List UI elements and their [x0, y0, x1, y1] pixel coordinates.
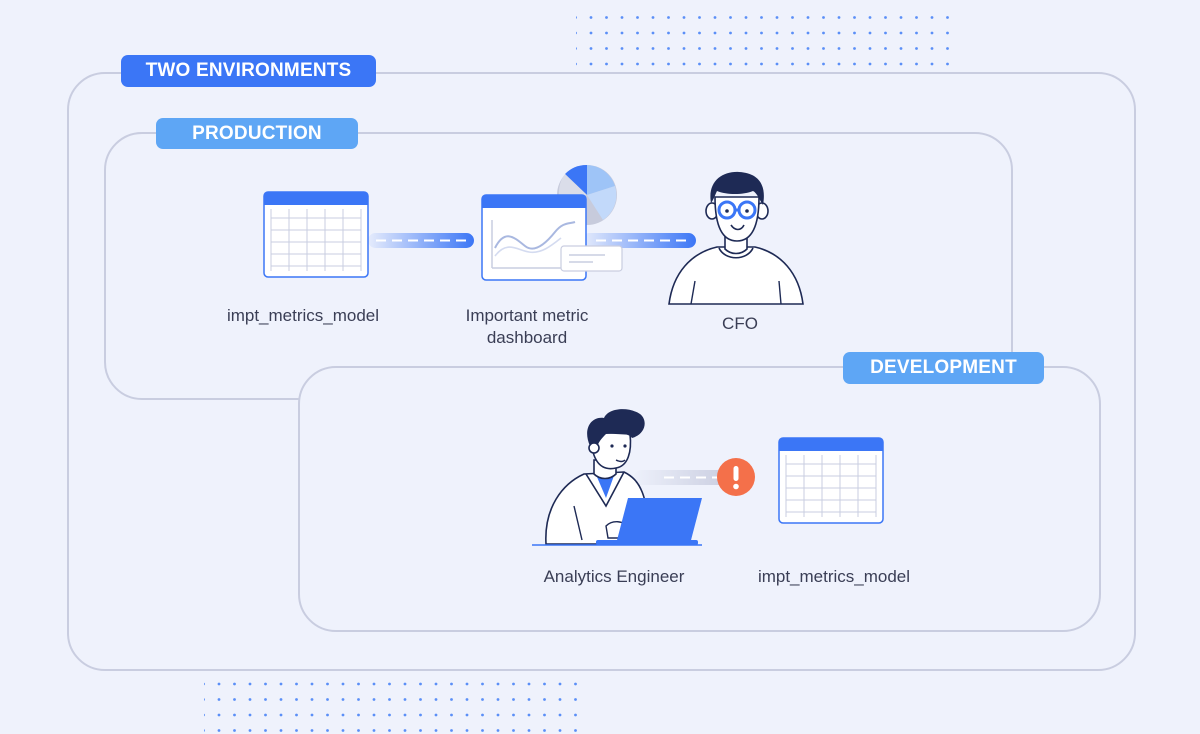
two-environments-tag: TWO ENVIRONMENTS — [121, 55, 376, 87]
connector-dashboard-to-cfo — [582, 233, 696, 248]
person-at-laptop-icon — [532, 409, 702, 546]
table-grid-icon — [778, 437, 884, 524]
engineer-label: Analytics Engineer — [543, 567, 685, 586]
connector-model-to-dashboard — [368, 233, 474, 248]
development-tag: DEVELOPMENT — [843, 352, 1044, 384]
table-grid-icon — [263, 191, 369, 278]
exclamation-circle-icon — [717, 458, 755, 496]
line-chart-dashboard-icon — [481, 194, 623, 281]
production-tag: PRODUCTION — [156, 118, 358, 149]
dashboard-label: Important metric dashboard — [465, 306, 589, 347]
person-with-glasses-icon — [668, 171, 804, 305]
cfo-label: CFO — [722, 314, 758, 333]
prod-model-label: impt_metrics_model — [226, 306, 380, 325]
dev-model-label: impt_metrics_model — [757, 567, 911, 586]
connector-engineer-to-warning — [634, 470, 732, 485]
